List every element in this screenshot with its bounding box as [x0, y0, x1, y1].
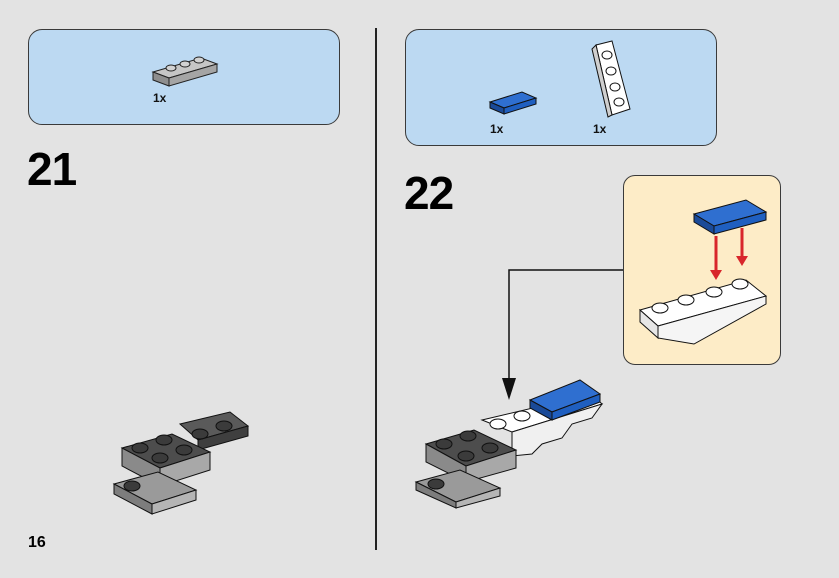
blue-tile-1x2-icon	[488, 91, 538, 115]
red-arrow-head	[736, 256, 748, 266]
white-wedge-plate-icon	[591, 40, 631, 118]
step-21-assembly	[112, 411, 250, 515]
callout-illustration	[638, 199, 768, 345]
step-divider	[375, 28, 377, 550]
step-22-parts-box: 1x 1x	[405, 29, 717, 146]
page-number: 16	[28, 534, 46, 551]
step-number: 22	[404, 167, 454, 219]
red-arrow-head	[710, 270, 722, 280]
light-gray-plate-1x3-icon	[151, 56, 219, 87]
step-number: 21	[27, 143, 77, 195]
step-21-parts-box: 1x	[28, 29, 340, 125]
part-qty: 1x	[490, 122, 504, 136]
sub-assembly-callout	[623, 175, 781, 365]
step-22-assembly	[414, 379, 604, 509]
part-qty: 1x	[593, 122, 607, 136]
part-qty: 1x	[153, 91, 167, 105]
